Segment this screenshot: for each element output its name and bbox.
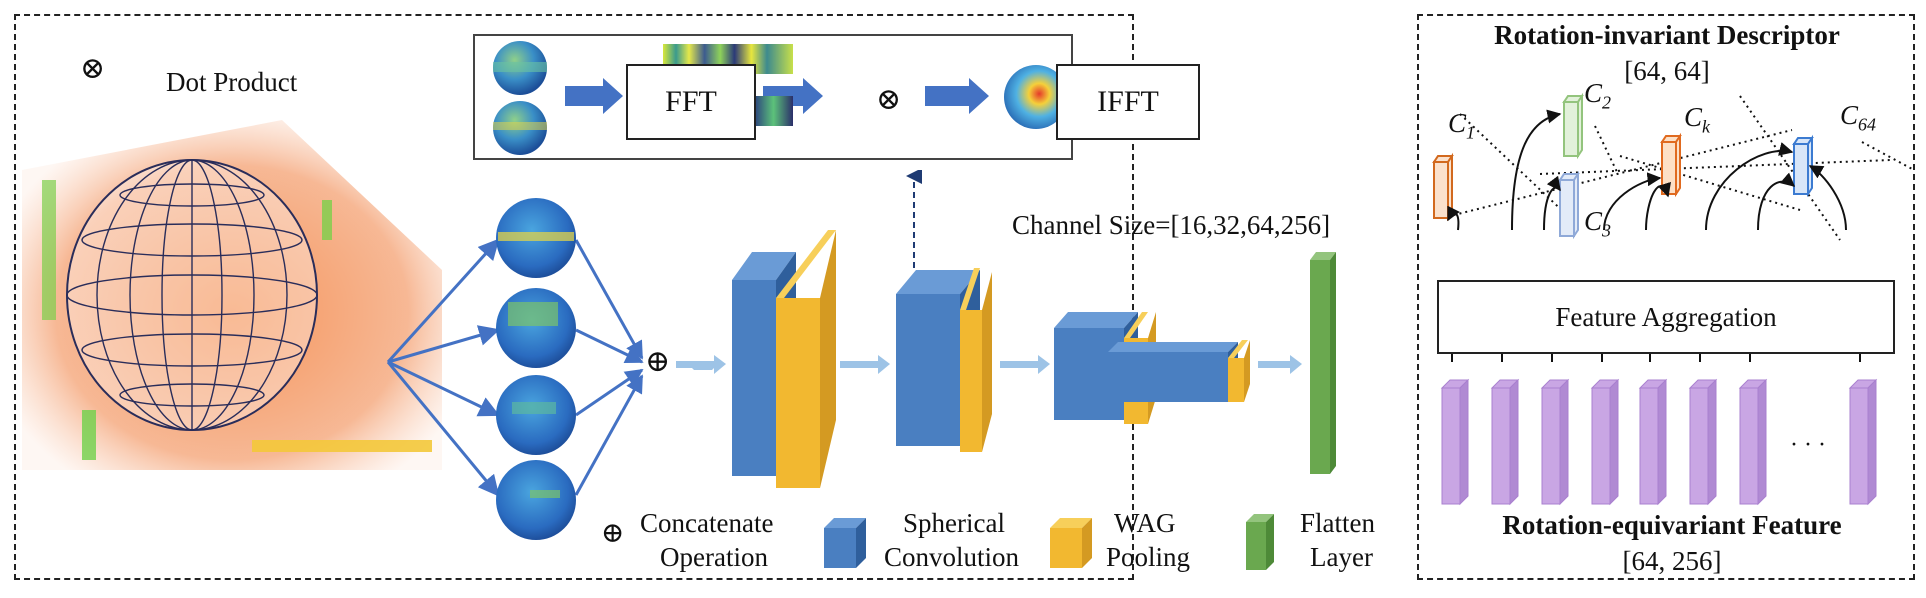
spherical-input-globes xyxy=(386,198,644,540)
channel-letter: C xyxy=(1584,78,1603,108)
cnn-layer-stack xyxy=(676,170,1302,488)
legend-concatenate-line2: Operation xyxy=(660,542,768,572)
channel-subscript: 3 xyxy=(1602,220,1612,241)
legend-flatten-swatch xyxy=(1246,514,1274,570)
channel-subscript: 2 xyxy=(1602,92,1612,113)
pipeline-panel xyxy=(14,14,1134,580)
fft-box: FFT xyxy=(626,64,756,140)
channel-letter: C xyxy=(1840,100,1859,130)
dot-product-symbol: ⊗ xyxy=(80,52,106,85)
aggregation-graph xyxy=(1432,92,1915,506)
channel-letter: C xyxy=(1684,102,1703,132)
dot-product-label: Dot Product xyxy=(166,67,298,97)
channel-label-c64: C64 xyxy=(1840,100,1876,135)
channel-subscript: 1 xyxy=(1466,122,1476,143)
channel-label-c1: C1 xyxy=(1448,108,1475,143)
feature-aggregation-box: Feature Aggregation xyxy=(1437,280,1895,354)
legend-wag-pooling-swatch xyxy=(1050,518,1092,568)
fft-flow-graphics xyxy=(493,41,1068,155)
dot-product-operator: ⊗ xyxy=(876,83,902,116)
legend-spherical-conv-swatch xyxy=(824,518,866,568)
feature-shape: [64, 256] xyxy=(1622,546,1722,576)
channel-letter: C xyxy=(1584,206,1603,236)
legend-spherical-line1: Spherical xyxy=(903,508,1005,538)
legend-wag-line1: WAG xyxy=(1114,508,1176,538)
legend-concatenate-symbol: ⊕ xyxy=(601,518,625,549)
descriptor-panel xyxy=(1417,14,1915,580)
legend-concatenate-line1: Concatenate xyxy=(640,508,774,538)
channel-letter: C xyxy=(1448,108,1467,138)
feature-ellipsis: · · · xyxy=(1790,432,1826,458)
channel-size-label: Channel Size=[16,32,64,256] xyxy=(1012,210,1331,240)
legend-wag-line2: Pooling xyxy=(1106,542,1191,572)
channel-subscript: 64 xyxy=(1858,114,1877,135)
channel-label-c3: C3 xyxy=(1584,206,1611,241)
legend-flatten-line2: Layer xyxy=(1310,542,1373,572)
legend-spherical-line2: Convolution xyxy=(884,542,1020,572)
flatten-layer-bar xyxy=(1310,252,1336,474)
concatenate-operator: ⊕ xyxy=(645,345,671,378)
channel-subscript: k xyxy=(1702,116,1711,137)
ifft-box-visible: IFFT xyxy=(1056,64,1200,140)
channel-label-ck: Ck xyxy=(1684,102,1710,137)
descriptor-shape: [64, 64] xyxy=(1624,56,1710,86)
feature-title: Rotation-equivariant Feature xyxy=(1502,510,1842,540)
channel-label-c2: C2 xyxy=(1584,78,1611,113)
legend-flatten-line1: Flatten xyxy=(1300,508,1375,538)
descriptor-title: Rotation-invariant Descriptor xyxy=(1494,20,1840,50)
point-cloud-sphere-illustration xyxy=(22,120,442,470)
